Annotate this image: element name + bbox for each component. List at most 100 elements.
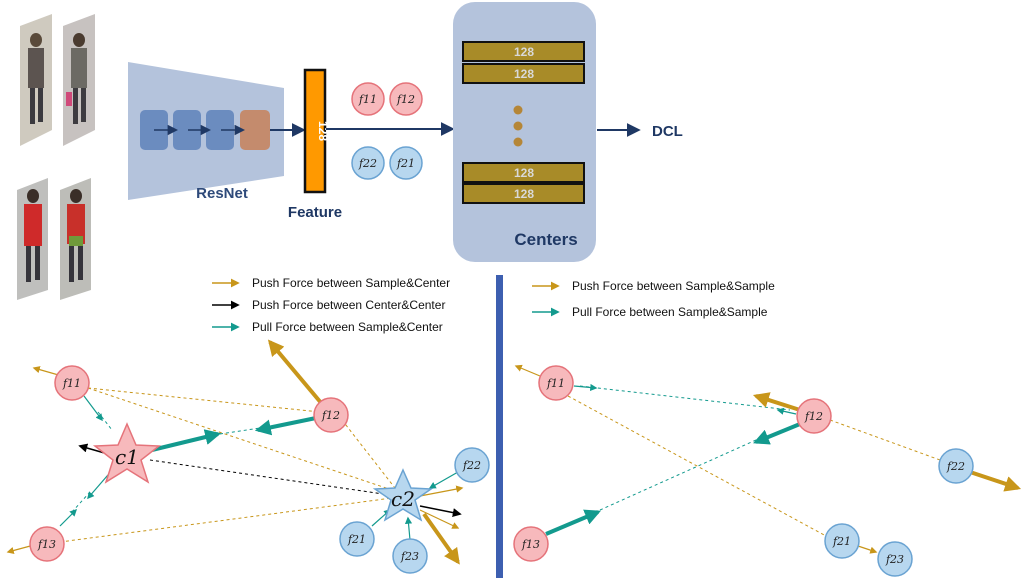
arrow-f11-pull-c1 xyxy=(83,395,103,422)
person-image-2 xyxy=(63,14,95,146)
right-node-f23-label: f23 xyxy=(885,553,904,566)
badge-f21: f21 xyxy=(389,146,423,180)
badge-f22-label: f22 xyxy=(358,157,377,170)
right-legend: Push Force between Sample&Sample Pull Fo… xyxy=(532,279,775,319)
resnet-block-3 xyxy=(206,110,234,150)
center-c2-star: c2 xyxy=(372,468,434,522)
right-node-f13-label: f13 xyxy=(521,538,540,551)
left-node-f12: f12 xyxy=(313,397,349,433)
right-edges xyxy=(514,364,1022,554)
legend-pull-sample-sample: Pull Force between Sample&Sample xyxy=(572,305,768,319)
right-node-f13: f13 xyxy=(513,526,549,562)
dash-f12-c2 xyxy=(341,419,396,489)
arrow-f12-push-out xyxy=(267,339,324,406)
right-nodes: f11 f12 f22 f13 f21 f23 xyxy=(513,365,974,577)
resnet-block-4 xyxy=(240,110,270,150)
r-dash-f13-f12 xyxy=(599,439,757,511)
center-bar-3 xyxy=(462,162,585,183)
arrow-c2-push-gold-big xyxy=(422,512,460,565)
right-node-f11-label: f11 xyxy=(546,377,565,390)
dash-f13-c2 xyxy=(59,497,393,543)
dcl-label: DCL xyxy=(652,123,683,140)
right-node-f12-label: f12 xyxy=(804,410,823,423)
r-arrow-f13-pull-f12 xyxy=(545,509,601,536)
r-arrow-f22-push-out xyxy=(969,470,1022,492)
center-c2-label: c2 xyxy=(391,487,415,511)
ellipsis-dot-2 xyxy=(513,121,523,131)
right-node-f21-label: f21 xyxy=(832,535,851,548)
legend-pull-sample-center: Pull Force between Sample&Center xyxy=(252,320,443,334)
arrow-c2-push-gold-1 xyxy=(419,485,464,497)
centers-module: 128 128 128 128 Centers DCL xyxy=(453,2,683,262)
left-legend: Push Force between Sample&Center Push Fo… xyxy=(212,276,450,334)
center-bar-3-label: 128 xyxy=(514,166,534,180)
right-node-f12: f12 xyxy=(796,398,832,434)
person-image-3 xyxy=(17,178,48,300)
panel-divider xyxy=(496,275,503,578)
arrow-f12-pull-c1 xyxy=(254,416,317,436)
left-node-f22-label: f22 xyxy=(462,459,481,472)
person-image-4 xyxy=(60,178,91,300)
right-node-f11: f11 xyxy=(538,365,574,401)
right-node-f22: f22 xyxy=(938,448,974,484)
dash-c1-f13 xyxy=(71,491,91,513)
left-node-f13-label: f13 xyxy=(37,538,56,551)
left-node-f11-label: f11 xyxy=(62,377,81,390)
left-node-f23-label: f23 xyxy=(400,550,419,563)
legend-push-center-center: Push Force between Center&Center xyxy=(252,298,445,312)
ellipsis-dot-3 xyxy=(513,137,523,147)
left-node-f13: f13 xyxy=(29,526,65,562)
badge-f22: f22 xyxy=(351,146,385,180)
dash-f11-f12 xyxy=(87,387,321,413)
resnet-label: ResNet xyxy=(196,185,248,202)
r-arrow-f11-push-out xyxy=(514,364,541,377)
dash-c1-f11 xyxy=(97,411,113,431)
left-node-f11: f11 xyxy=(54,365,90,401)
feature-bar xyxy=(303,68,327,194)
center-bar-1-label: 128 xyxy=(514,45,534,59)
ellipsis-dot-1 xyxy=(513,105,523,115)
center-c1-star: c1 xyxy=(92,422,162,484)
badge-f21-label: f21 xyxy=(396,157,415,170)
right-node-f21: f21 xyxy=(824,523,860,559)
arrow-c1-to-f12-pull xyxy=(151,429,222,452)
legend-push-sample-sample: Push Force between Sample&Sample xyxy=(572,279,775,293)
person-image-1 xyxy=(20,14,52,146)
centers-label: Centers xyxy=(514,230,577,249)
feature-vector: 128 Feature xyxy=(288,68,455,221)
center-bar-2 xyxy=(462,63,585,84)
left-node-f23: f23 xyxy=(392,538,428,574)
badge-f11: f11 xyxy=(351,82,385,116)
badge-f11-label: f11 xyxy=(358,93,377,106)
resnet-backbone: ResNet xyxy=(128,62,306,202)
feature-badges: f11 f12 f22 f21 xyxy=(351,82,423,180)
center-bar-4-label: 128 xyxy=(514,187,534,201)
center-bar-1 xyxy=(462,41,585,62)
badge-f12: f12 xyxy=(389,82,423,116)
badge-f12-label: f12 xyxy=(396,93,415,106)
left-node-f22: f22 xyxy=(454,447,490,483)
dash-c1-f12 xyxy=(219,427,261,435)
left-node-f12-label: f12 xyxy=(321,409,340,422)
r-dash-f12-f22 xyxy=(829,419,941,461)
arrow-f13-pull-c1 xyxy=(59,508,78,527)
arrow-c2-push-out xyxy=(419,505,462,518)
input-images xyxy=(17,14,95,300)
center-bar-4 xyxy=(462,183,585,204)
center-c1-label: c1 xyxy=(115,445,139,469)
dash-c1-c2 xyxy=(149,459,391,496)
feature-dim-label: 128 xyxy=(316,121,330,141)
arrow-f23-pull-c2 xyxy=(404,516,413,541)
left-node-f21: f21 xyxy=(339,521,375,557)
arrow-f22-pull-c2 xyxy=(428,471,459,489)
center-bar-2-label: 128 xyxy=(514,67,534,81)
right-node-f23: f23 xyxy=(877,541,913,577)
resnet-block-2 xyxy=(173,110,201,150)
arrow-c2-push-gold-2 xyxy=(419,509,460,529)
r-dash-f11-f21 xyxy=(567,395,827,537)
right-node-f22-label: f22 xyxy=(946,460,965,473)
legend-push-sample-center: Push Force between Sample&Center xyxy=(252,276,450,290)
feature-label: Feature xyxy=(288,204,342,221)
left-node-f21-label: f21 xyxy=(347,533,366,546)
